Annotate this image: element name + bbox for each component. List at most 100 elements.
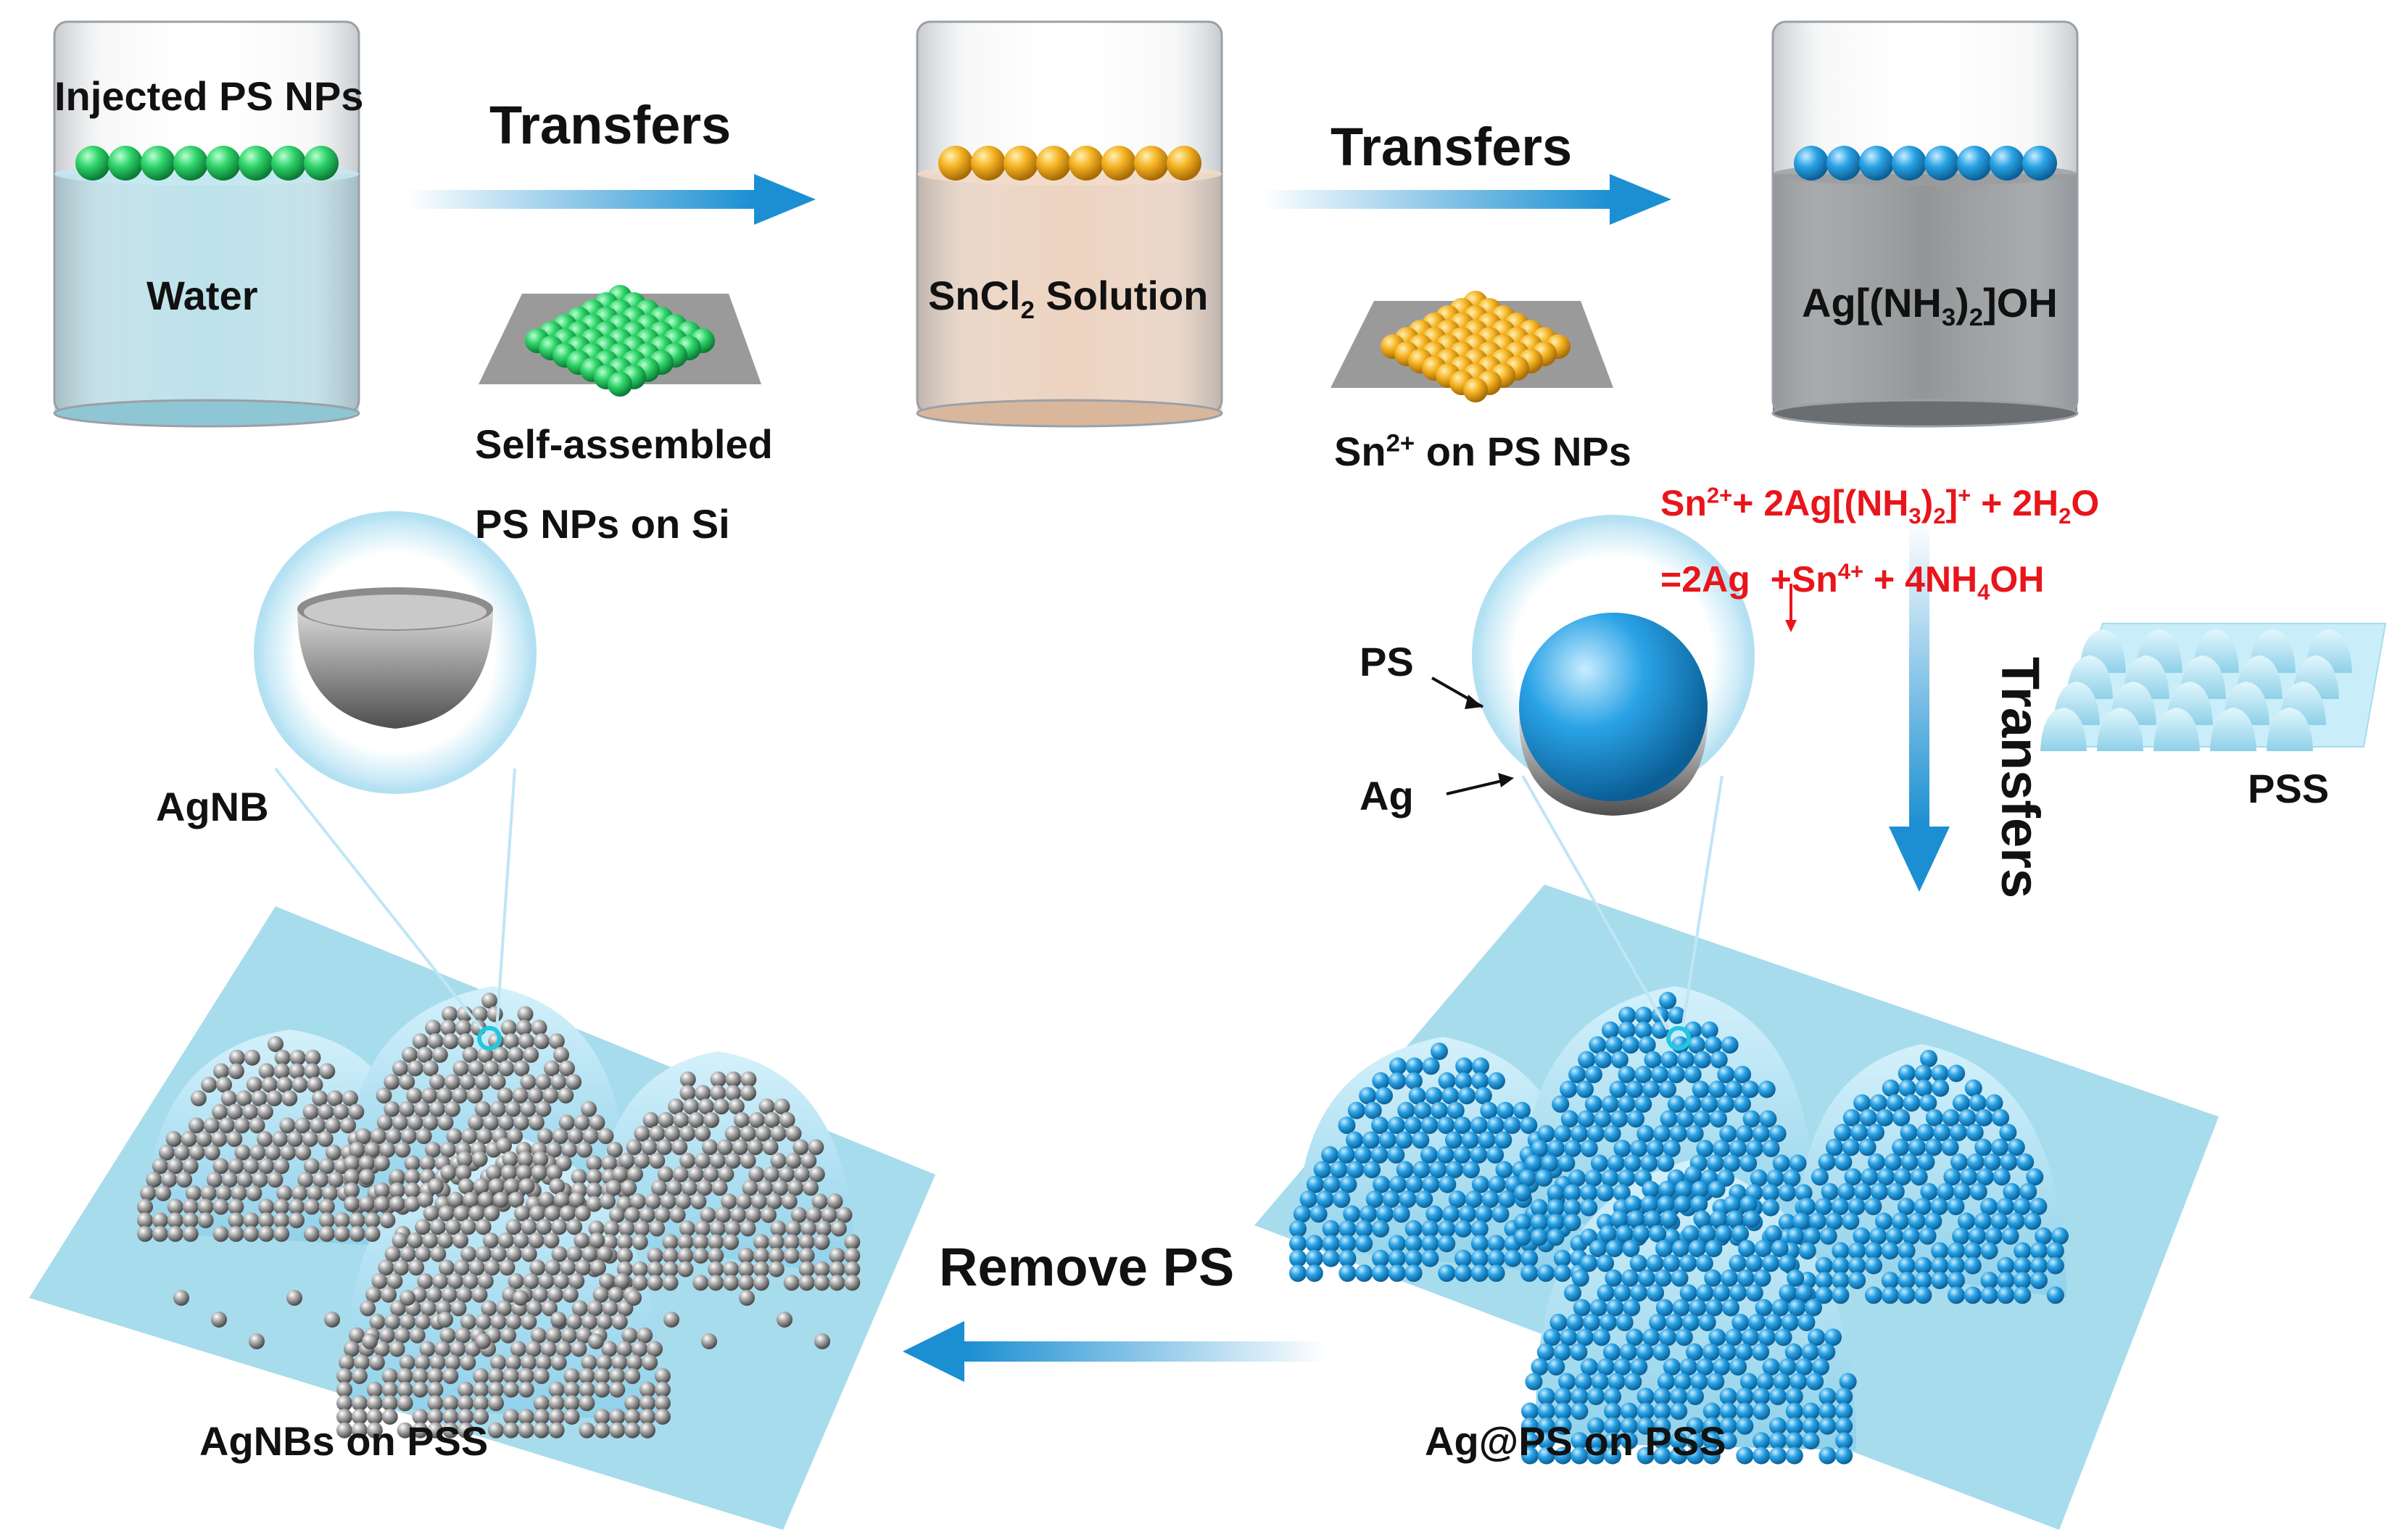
agnb-particle <box>621 1327 638 1344</box>
agps-particle <box>1720 1269 1738 1287</box>
agps-particle <box>1547 1228 1565 1246</box>
agps-particle <box>1597 1358 1615 1376</box>
agnb-particle <box>542 1087 559 1104</box>
agnb-particle <box>546 1164 563 1181</box>
agnb-particle <box>753 1234 769 1251</box>
agnb-particle <box>206 1172 223 1188</box>
agps-particle <box>1521 1446 1539 1465</box>
agps-particle <box>1964 1242 1982 1260</box>
agnb-particle <box>587 1300 603 1317</box>
agnb-particle <box>533 1395 550 1412</box>
agps-particle <box>1999 1124 2017 1141</box>
agnb-particle <box>677 1247 694 1264</box>
agps-particle <box>1354 1146 1372 1164</box>
agps-particle <box>1642 1080 1660 1098</box>
agps-particle <box>1455 1264 1472 1282</box>
yellow-nanoparticle <box>1036 146 1071 181</box>
agnb-particle <box>392 1232 408 1249</box>
agps-particle <box>1723 1195 1741 1213</box>
agnb-particle <box>400 1128 417 1144</box>
agnb-particle <box>252 1172 268 1188</box>
agps-particle <box>1665 1314 1684 1331</box>
equation-line-2: =2Ag+Sn4+ + 4NH4OH <box>1660 558 2045 605</box>
agnb-particle <box>507 1128 524 1144</box>
agps-particle <box>1717 1095 1735 1113</box>
agps-particle <box>1316 1191 1334 1208</box>
agps-particle <box>1992 1109 2010 1127</box>
agnb-particle <box>201 1077 218 1093</box>
agps-particle <box>1607 1373 1626 1391</box>
agps-particle <box>1832 1286 1850 1304</box>
agnb-particle <box>488 1367 504 1384</box>
agps-particle <box>1792 1212 1811 1230</box>
yellow-nanoparticle <box>1167 146 1201 181</box>
green-monolayer-particle <box>608 372 632 397</box>
agnb-particle <box>444 1101 460 1117</box>
agps-particle <box>1323 1175 1341 1193</box>
agps-particle <box>1421 1249 1439 1267</box>
agnb-particle <box>546 1141 563 1158</box>
agps-particle <box>2003 1183 2021 1201</box>
agnb-particle <box>774 1098 790 1115</box>
agnb-particle <box>204 1144 220 1161</box>
agps-particle <box>1881 1286 1899 1304</box>
agps-particle <box>1599 1225 1617 1243</box>
agnb-particle <box>302 1104 319 1120</box>
agnb-particle <box>419 1155 436 1172</box>
agnb-particle <box>446 1128 463 1144</box>
agnb-particle <box>806 1206 822 1223</box>
agps-particle <box>1700 1021 1718 1039</box>
agps-particle <box>1458 1205 1476 1223</box>
agps-particle <box>1764 1314 1782 1331</box>
agnb-particle <box>601 1155 618 1172</box>
agnb-particle <box>249 1333 265 1349</box>
agps-particle <box>1624 1373 1642 1391</box>
agnb-particle <box>333 1104 349 1120</box>
agps-particle <box>1731 1314 1750 1331</box>
agps-particle <box>1808 1212 1826 1230</box>
agps-particle <box>1475 1205 1493 1223</box>
agnb-particle <box>523 1046 539 1063</box>
agps-particle <box>1382 1191 1400 1208</box>
agps-particle <box>1752 1343 1770 1361</box>
agps-particle <box>1898 1242 1916 1260</box>
agps-particle <box>1762 1254 1780 1272</box>
agps-particle <box>1647 1284 1665 1302</box>
agnb-particle <box>513 1114 529 1131</box>
agnb-particle <box>412 1381 429 1398</box>
agps-particle <box>1605 1269 1623 1287</box>
agps-particle <box>1621 1269 1639 1287</box>
agps-particle <box>1818 1417 1837 1435</box>
agnb-particle <box>291 1077 308 1093</box>
agnb-particle <box>328 1172 344 1188</box>
agps-particle <box>1808 1328 1826 1346</box>
agnb-particle <box>273 1199 290 1215</box>
agnb-particle <box>394 1327 410 1344</box>
agnb-particle <box>563 1395 580 1412</box>
agnb-particle <box>646 1341 663 1357</box>
agps-particle <box>1355 1220 1373 1238</box>
agnb-particle <box>483 1114 500 1131</box>
agps-particle <box>1787 1227 1805 1245</box>
agps-particle <box>1388 1235 1406 1253</box>
agnb-particle <box>814 1333 830 1349</box>
agps-particle <box>1798 1198 1816 1215</box>
agnb-particle <box>182 1212 199 1229</box>
agnb-particle <box>289 1049 306 1066</box>
agps-particle <box>1454 1117 1472 1134</box>
blue-nanoparticle <box>1826 146 1861 181</box>
agnb-particle <box>438 1259 455 1276</box>
agnb-particle <box>218 1117 235 1134</box>
agps-particle <box>1769 1432 1787 1450</box>
agps-particle <box>1289 1220 1307 1238</box>
precipitate-arrow <box>1785 584 1797 632</box>
agps-particle <box>1748 1314 1766 1331</box>
agps-particle <box>2019 1183 2037 1201</box>
agps-particle <box>1560 1110 1578 1128</box>
agnb-particle <box>344 1155 360 1172</box>
agnb-particle <box>568 1191 585 1208</box>
agnb-particle <box>389 1341 405 1357</box>
agnb-particle <box>384 1074 400 1090</box>
agnb-particle <box>312 1090 328 1106</box>
agps-particle <box>1690 1195 1708 1213</box>
